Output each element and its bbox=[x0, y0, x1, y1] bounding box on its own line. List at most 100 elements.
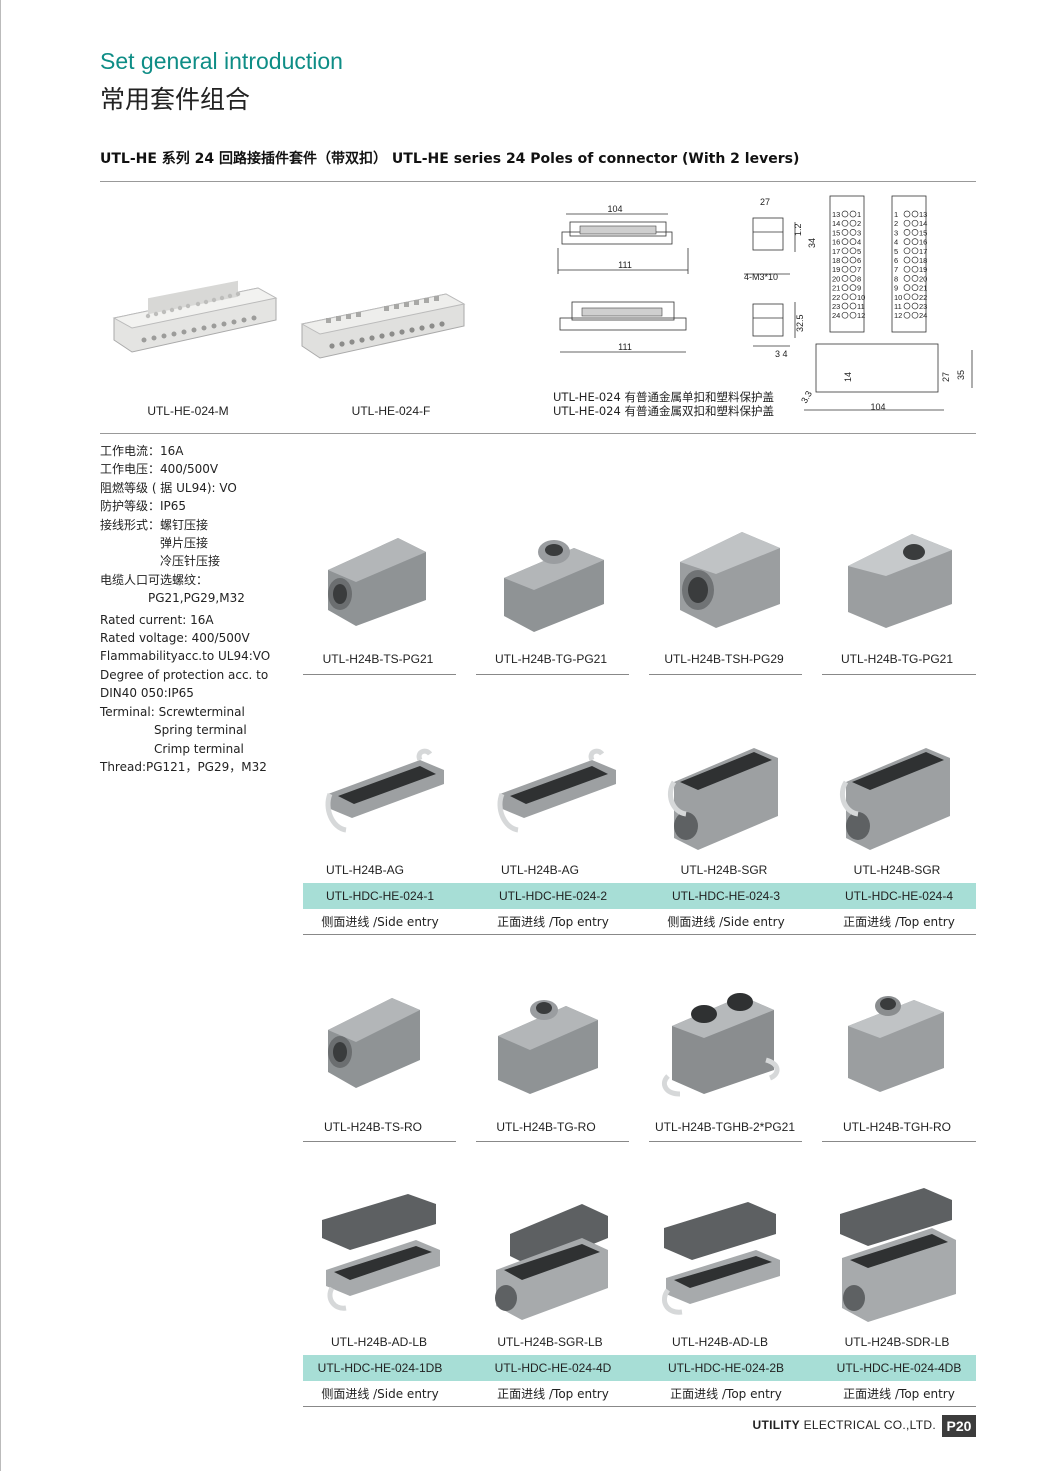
male-insert-image bbox=[112, 280, 278, 353]
row3-label-1: UTL-H24B-TS-RO bbox=[323, 1120, 422, 1134]
pin-circle bbox=[911, 265, 919, 273]
hood-tghb-2pg21-image bbox=[662, 993, 780, 1097]
dim-35: 35 bbox=[956, 370, 966, 380]
pin-circle bbox=[911, 238, 919, 245]
pin-number: 18 bbox=[832, 256, 840, 265]
dimension-drawing: 104 111 111 27 1.2 34 4-M3*10 32.5 3 4 1… bbox=[557, 195, 973, 412]
hood-ts-pg21-image bbox=[328, 538, 426, 626]
pin-number: 8 bbox=[894, 274, 898, 283]
drawing-note-1: UTL-HE-024 有普通金属单扣和塑料保护盖 bbox=[553, 390, 774, 404]
pin-number: 22 bbox=[919, 293, 927, 302]
pin-number: 18 bbox=[919, 256, 927, 265]
pin-circle bbox=[841, 238, 849, 245]
spec-line: 工作电流：16A bbox=[100, 444, 184, 458]
pin-circle bbox=[911, 247, 919, 255]
base-sgr-image-2 bbox=[840, 748, 950, 850]
row4-entry-1: 侧面进线 /Side entry bbox=[321, 1387, 439, 1401]
pin-circle bbox=[903, 229, 911, 236]
spec-line: 防护等级：IP65 bbox=[100, 499, 187, 514]
row2-underline bbox=[303, 934, 976, 935]
pin-circle bbox=[841, 311, 849, 319]
spec-line: PG21,PG29,M32 bbox=[148, 591, 245, 606]
row2-code-3: UTL-HDC-HE-024-3 bbox=[671, 889, 781, 903]
pin-circle bbox=[849, 275, 857, 282]
row2-entry-3: 侧面进线 /Side entry bbox=[667, 915, 785, 929]
hood-ts-ro-image bbox=[328, 998, 420, 1088]
spec-line: Rated voltage: 400/500V bbox=[100, 631, 250, 646]
header-divider bbox=[100, 181, 976, 182]
pin-circle bbox=[903, 219, 911, 227]
pin-number: 2 bbox=[894, 219, 898, 228]
row2-label-2: UTL-H24B-AG bbox=[500, 863, 580, 877]
spec-line: 弹片压接 bbox=[160, 536, 209, 551]
dim-111-top: 111 bbox=[618, 260, 632, 270]
dim-111-bottom: 111 bbox=[618, 342, 632, 352]
pin-circle bbox=[903, 247, 911, 255]
pin-number: 15 bbox=[832, 228, 840, 237]
pin-circle bbox=[911, 275, 919, 282]
pin-number: 17 bbox=[832, 247, 840, 256]
pin-circle bbox=[841, 284, 849, 291]
row2-code-band: UTL-HDC-HE-024-1 UTL-HDC-HE-024-2 UTL-HD… bbox=[303, 883, 976, 909]
pin-circle bbox=[849, 256, 857, 264]
pin-circle bbox=[849, 265, 857, 273]
pin-number: 20 bbox=[919, 274, 927, 283]
pin-circle bbox=[903, 284, 911, 291]
pin-circle bbox=[903, 275, 911, 282]
page-title-zh: 常用套件组合 bbox=[100, 85, 251, 114]
row3-underline-1 bbox=[303, 1141, 456, 1142]
row3-underline-3 bbox=[649, 1141, 802, 1142]
pin-circle bbox=[903, 256, 911, 264]
hood-tgh-ro-image bbox=[848, 996, 944, 1092]
row2-entry-4: 正面进线 /Top entry bbox=[843, 915, 955, 929]
row4-label-1: UTL-H24B-AD-LB bbox=[330, 1335, 428, 1349]
row1-underline-4 bbox=[822, 674, 976, 675]
female-insert-image bbox=[300, 293, 466, 359]
spec-line: 电缆人口可选螺纹： bbox=[100, 572, 209, 587]
page-title-en: Set general introduction bbox=[100, 48, 343, 74]
row1-underline-2 bbox=[476, 674, 629, 675]
pin-number: 7 bbox=[857, 265, 861, 274]
dim-32-5: 32.5 bbox=[795, 314, 805, 332]
pin-circle bbox=[849, 238, 857, 245]
pin-number: 23 bbox=[919, 302, 927, 311]
pin-circle bbox=[903, 293, 911, 301]
pin-number: 22 bbox=[832, 293, 840, 302]
row3-label-2: UTL-H24B-TG-RO bbox=[496, 1120, 596, 1134]
pin-number: 3 bbox=[894, 228, 898, 237]
dim-104-bottom: 104 bbox=[870, 402, 885, 412]
row4-code-1: UTL-HDC-HE-024-1DB bbox=[317, 1361, 443, 1375]
row1-label-3: UTL-H24B-TSH-PG29 bbox=[664, 652, 784, 666]
spec-line: DIN40 050:IP65 bbox=[100, 686, 194, 701]
row2-code-4: UTL-HDC-HE-024-4 bbox=[844, 889, 954, 903]
dim-3-4: 3 4 bbox=[775, 349, 788, 359]
spec-line: Degree of protection acc. to bbox=[100, 667, 269, 682]
base-sdr-lb-image bbox=[840, 1188, 956, 1322]
pin-number: 20 bbox=[832, 274, 840, 283]
pin-number: 8 bbox=[857, 274, 861, 283]
female-insert-label: UTL-HE-024-F bbox=[351, 404, 431, 418]
pin-circle bbox=[849, 284, 857, 291]
pin-number: 19 bbox=[919, 265, 927, 274]
page-edge-line bbox=[0, 0, 1, 1471]
row2-entry-1: 侧面进线 /Side entry bbox=[321, 915, 439, 929]
base-sgr-image-1 bbox=[668, 748, 778, 850]
pin-circle bbox=[911, 302, 919, 310]
row1-label-2: UTL-H24B-TG-PG21 bbox=[494, 652, 608, 666]
spec-line: Terminal: Screwterminal bbox=[100, 704, 245, 719]
pin-number: 19 bbox=[832, 265, 840, 274]
spec-line: Flammabilityacc.to UL94:VO bbox=[100, 649, 271, 664]
pin-circle bbox=[841, 265, 849, 273]
pin-circle bbox=[911, 210, 919, 218]
row3-underline-4 bbox=[822, 1141, 976, 1142]
pin-circle bbox=[849, 219, 857, 227]
pin-number: 14 bbox=[919, 219, 927, 228]
pin-circle bbox=[903, 210, 911, 218]
pin-number: 9 bbox=[894, 284, 898, 293]
hood-tg-pg21-b-image bbox=[848, 534, 952, 628]
row1-label-4: UTL-H24B-TG-PG21 bbox=[840, 652, 954, 666]
pin-number: 14 bbox=[832, 219, 840, 228]
section-divider bbox=[100, 433, 976, 434]
